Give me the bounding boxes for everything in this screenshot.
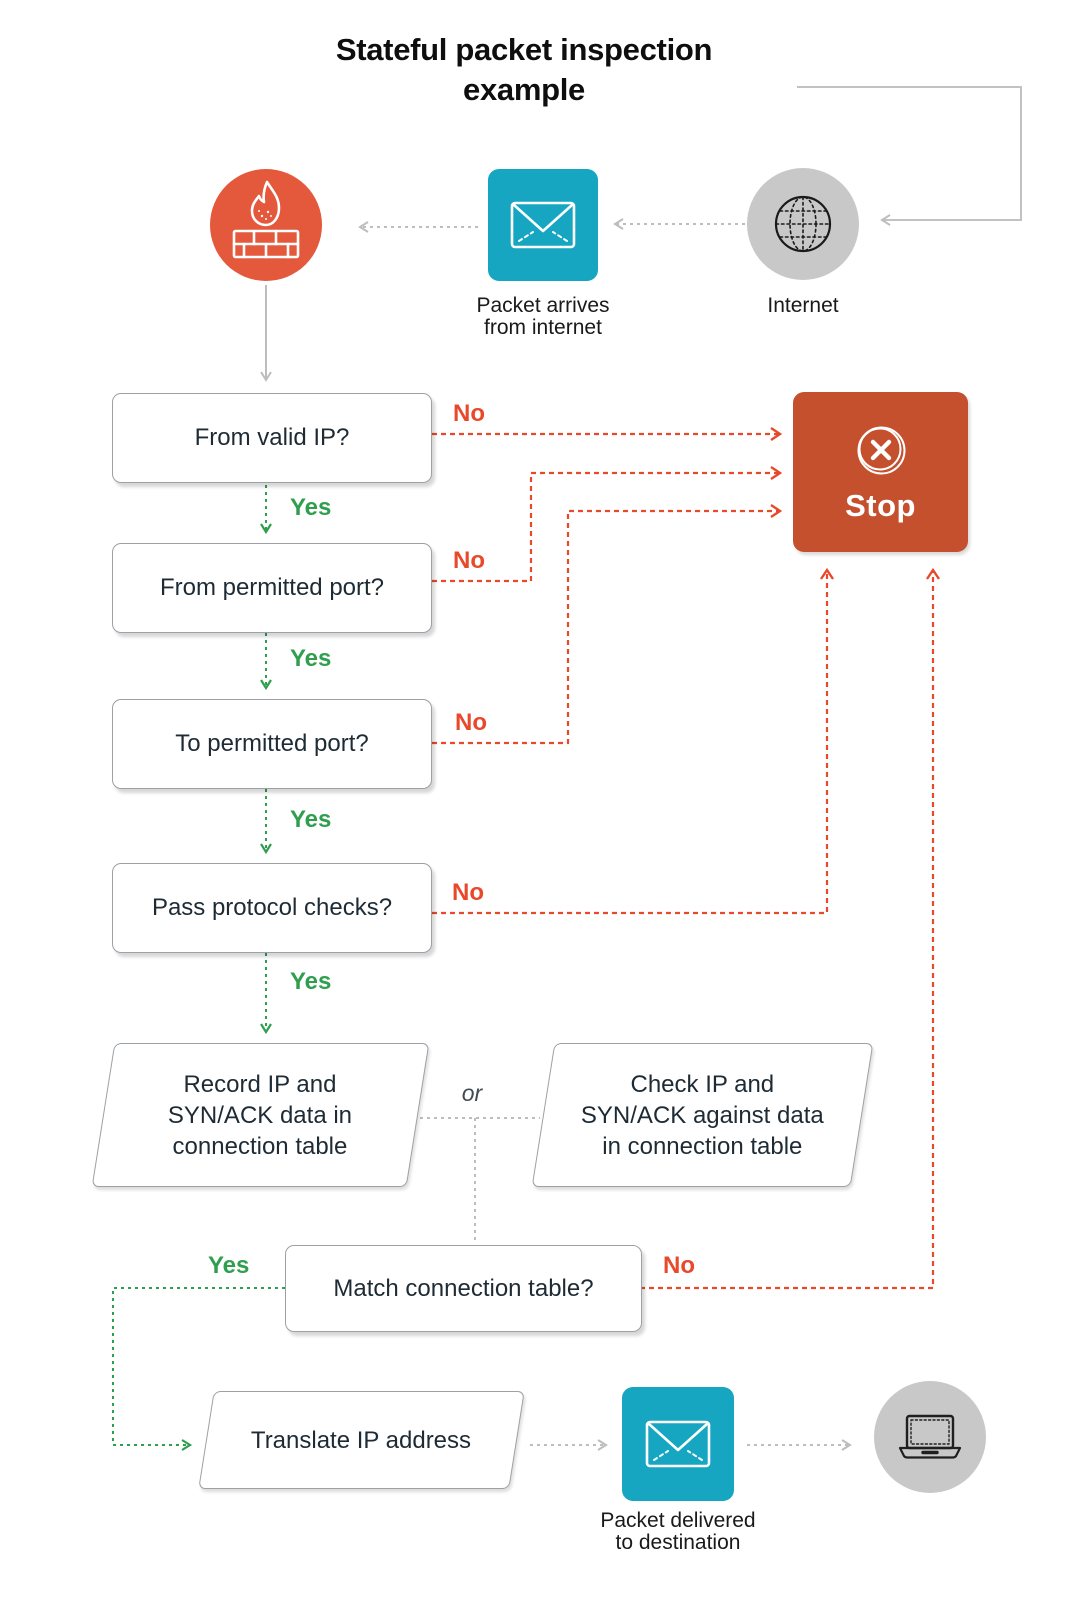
stop-label: Stop (845, 488, 916, 523)
internet-node (747, 168, 859, 280)
process-box-translate-ip: Translate IP address (198, 1391, 525, 1489)
stop-node: Stop (793, 392, 968, 552)
yes-label-valid-ip: Yes (290, 494, 332, 521)
yes-label-match: Yes (208, 1252, 250, 1279)
edge-no-match (640, 567, 940, 1290)
destination-node (874, 1381, 986, 1493)
edge-no-fromport (432, 466, 783, 583)
decision-box-from-port: From permitted port? (112, 543, 432, 633)
edge-title-to-internet (797, 86, 1022, 226)
yes-label-protocol: Yes (290, 968, 332, 995)
firewall-node (210, 169, 322, 281)
internet-label: Internet (767, 294, 839, 317)
decision-box-valid-ip: From valid IP? (112, 393, 432, 483)
yes-label-to-port: Yes (290, 806, 332, 833)
globe-icon (774, 195, 832, 253)
packet-delivered-label: Packet delivered to destination (600, 1509, 756, 1554)
process-box-record: Record IP and SYN/ACK data in connection… (91, 1043, 430, 1187)
x-circle-icon (857, 426, 905, 475)
decision-box-to-port: To permitted port? (112, 699, 432, 789)
no-label-to-port: No (455, 709, 487, 736)
no-label-valid-ip: No (453, 400, 485, 427)
yes-label-from-port: Yes (290, 645, 332, 672)
decision-box-protocol-checks: Pass protocol checks? (112, 863, 432, 953)
envelope-icon (645, 1420, 711, 1468)
packet-delivered-node (622, 1387, 734, 1501)
edge-yes-match (112, 1287, 285, 1451)
firewall-icon (232, 180, 300, 259)
no-label-from-port: No (453, 547, 485, 574)
packet-arrives-label: Packet arrives from internet (476, 294, 610, 339)
laptop-icon (898, 1414, 962, 1459)
no-label-protocol: No (452, 879, 484, 906)
no-label-match: No (663, 1252, 695, 1279)
edge-no-protocol (432, 567, 834, 915)
decision-box-match-table: Match connection table? (285, 1245, 642, 1332)
or-label: or (461, 1080, 483, 1106)
envelope-icon (510, 201, 576, 249)
edge-no-toport (432, 504, 783, 745)
page-title: Stateful packet inspection example (335, 32, 713, 107)
process-box-check: Check IP and SYN/ACK against data in con… (531, 1043, 874, 1187)
packet-arrives-node (488, 169, 598, 281)
